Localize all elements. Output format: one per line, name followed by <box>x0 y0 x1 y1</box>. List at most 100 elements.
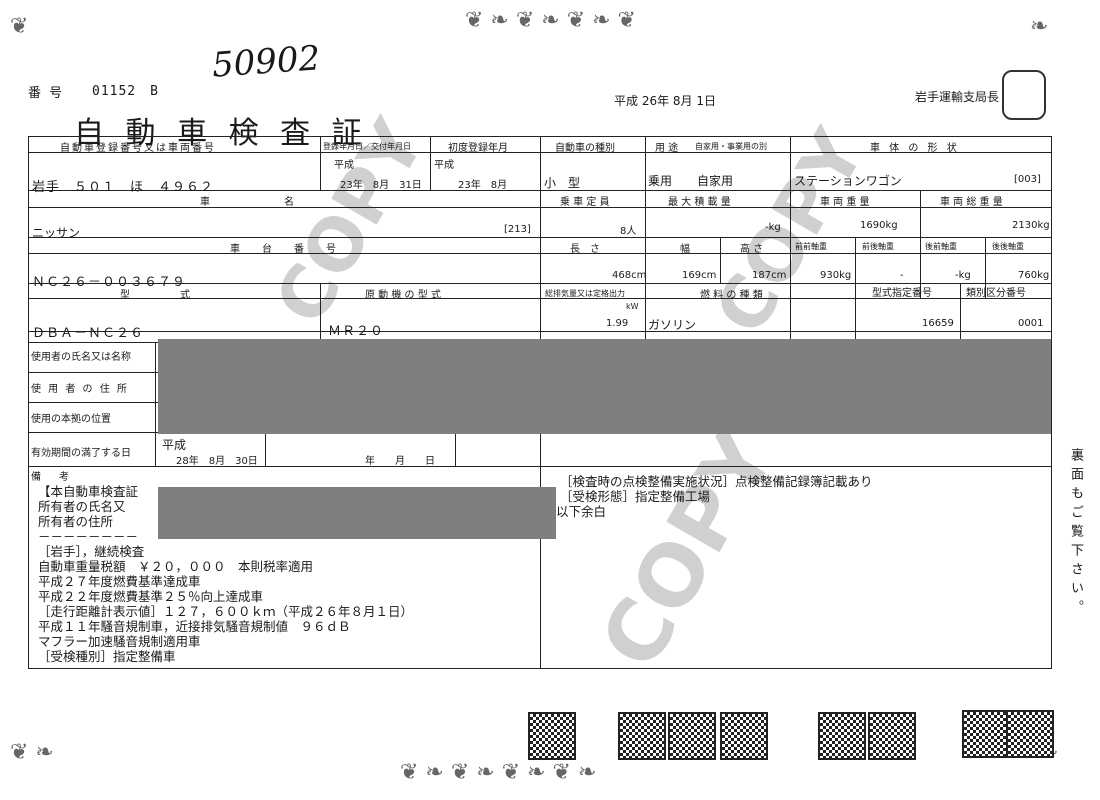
category-number-value: 0001 <box>1018 318 1044 329</box>
label-gross-weight: 車 両 総 重 量 <box>940 197 1003 208</box>
remark-line: 平成２２年度燃費基準２５％向上達成車 <box>38 589 264 604</box>
label-rear-front-axle: 後前軸重 <box>925 242 957 251</box>
ornament-corner-right: ❧ <box>1030 14 1049 39</box>
label-displacement: 総排気量又は定格出力 <box>545 289 625 298</box>
label-maker: 車 名 <box>200 197 298 208</box>
handwritten-number: 50902 <box>210 38 322 86</box>
label-user-address: 使 用 者 の 住 所 <box>31 384 129 395</box>
document-title: 自 動 車 検 査 証 <box>74 116 368 151</box>
side-note: 裏面もご覧下さい。 <box>1068 448 1083 619</box>
label-registration-date: 登録年月日／交付年月日 <box>323 142 411 151</box>
remark-line: 所有者の氏名又 <box>38 499 126 514</box>
issue-date: 平成 26年 8月 1日 <box>614 94 716 108</box>
number-value: 01152 B <box>92 84 159 99</box>
remark-line: ［走行距離計表示値］１２７，６００ｋｍ（平成２６年８月１日） <box>38 604 414 619</box>
usage-value: 乗用 <box>648 174 673 188</box>
max-load-value: -kg <box>765 222 781 233</box>
label-capacity: 乗 車 定 員 <box>560 197 610 208</box>
label-length: 長 さ <box>570 244 600 255</box>
issuer-name: 岩手運輸支局長 <box>915 90 1000 104</box>
qr-code-8 <box>1006 710 1054 758</box>
number-label: 番 号 <box>28 86 65 101</box>
private-business-value: 自家用 <box>697 174 734 188</box>
body-shape-value: ステーションワゴン <box>794 174 902 188</box>
table-border-left <box>28 136 29 668</box>
copy-watermark: COPY <box>581 413 795 685</box>
registration-era: 平成 <box>334 160 354 171</box>
body-code-value: [003] <box>1014 174 1041 185</box>
label-front-rear-axle: 前後軸重 <box>862 242 894 251</box>
label-height: 高 さ <box>740 244 764 255</box>
registration-number-value: 岩手 ５０１ ほ ４９６２ <box>32 180 215 195</box>
remark-line: ［岩手］，継続検査 <box>38 544 145 559</box>
label-chassis-number: 車 台 番 号 <box>230 244 342 255</box>
fuel-value: ガソリン <box>648 318 697 332</box>
maker-value: ニッサン <box>32 226 81 240</box>
qr-code-2 <box>618 712 666 760</box>
displacement-unit: kW <box>626 302 639 311</box>
label-engine-model: 原 動 機 の 型 式 <box>365 290 441 301</box>
remark-line: ［受検形態］指定整備工場 <box>560 489 711 504</box>
qr-code-1 <box>528 712 576 760</box>
label-base-location: 使用の本拠の位置 <box>31 414 111 425</box>
displacement-value: 1.99 <box>606 318 629 329</box>
label-registration-number: 自動車登録番号又は車両番号 <box>60 143 216 154</box>
expiry-blank: 年 月 日 <box>365 456 435 467</box>
first-registration-era: 平成 <box>434 160 454 171</box>
remark-line: －－－－－－－－ <box>38 529 139 544</box>
label-type-designation: 型式指定番号 <box>872 288 932 299</box>
remark-line: 自動車重量税額 ￥２０，０００ 本則税率適用 <box>38 559 314 574</box>
label-front-front-axle: 前前軸重 <box>795 242 827 251</box>
remarks-right: ［検査時の点検整備実施状況］点検整備記録簿記載あり ［受検形態］指定整備工場 以… <box>556 474 1040 519</box>
length-value: 468cm <box>612 270 647 281</box>
rear-rear-axle-value: 760kg <box>1018 270 1050 281</box>
label-vehicle-weight: 車 両 重 量 <box>820 197 870 208</box>
label-remarks: 備 考 <box>31 472 73 483</box>
label-category-number: 類別区分番号 <box>966 288 1026 299</box>
qr-code-7 <box>962 710 1010 758</box>
remark-line: ［検査時の点検整備実施状況］点検整備記録簿記載あり <box>560 474 873 489</box>
remark-line: 平成１１年騒音規制車，近接排気騒音規制値 ９６ｄＢ <box>38 619 351 634</box>
capacity-value: 8人 <box>620 226 637 237</box>
height-value: 187cm <box>752 270 787 281</box>
type-designation-value: 16659 <box>922 318 954 329</box>
registration-date-value: 23年 8月 31日 <box>340 180 422 191</box>
remarks-left: 【本自動車検査証 所有者の氏名又 所有者の住所 －－－－－－－－ ［岩手］，継続… <box>38 484 538 664</box>
label-user-name: 使用者の氏名又は名称 <box>31 352 131 363</box>
front-front-axle-value: 930kg <box>820 270 852 281</box>
expiry-era: 平成 <box>162 438 187 452</box>
label-max-load: 最 大 積 載 量 <box>668 197 731 208</box>
remark-line: 所有者の住所 <box>38 514 114 529</box>
first-registration-value: 23年 8月 <box>458 180 508 191</box>
remark-line: 以下余白 <box>556 504 607 519</box>
ornament-top: ❦ ❧ ❦ ❧ ❦ ❧ ❦ <box>465 8 636 33</box>
qr-code-4 <box>720 712 768 760</box>
qr-code-6 <box>868 712 916 760</box>
redacted-user-info <box>158 339 1051 434</box>
front-rear-axle-value: - <box>900 270 904 281</box>
engine-model-value: ＭＲ２０ <box>328 324 385 339</box>
remark-line: 平成２７年度燃費基準達成車 <box>38 574 201 589</box>
label-usage: 用 途 <box>655 143 679 154</box>
model-value: ＤＢＡ－ＮＣ２６ <box>32 326 145 341</box>
remark-line: 【本自動車検査証 <box>38 484 139 499</box>
qr-code-5 <box>818 712 866 760</box>
label-expiry: 有効期間の満了する日 <box>31 448 131 459</box>
qr-code-3 <box>668 712 716 760</box>
label-rear-rear-axle: 後後軸重 <box>992 242 1024 251</box>
vehicle-type-value: 小 型 <box>544 176 581 190</box>
remark-line: マフラー加速騒音規制適用車 <box>38 634 201 649</box>
label-fuel: 燃 料 の 種 類 <box>700 290 763 301</box>
label-vehicle-type: 自動車の種別 <box>555 143 615 154</box>
width-value: 169cm <box>682 270 717 281</box>
redacted-owner-info <box>158 487 556 539</box>
label-model: 型 式 <box>120 290 195 301</box>
remark-line: ［受検種別］指定整備車 <box>38 649 176 664</box>
maker-code-value: [213] <box>504 224 531 235</box>
label-width: 幅 <box>680 244 690 255</box>
label-body-shape: 車 体 の 形 状 <box>870 143 960 154</box>
ornament-bottom: ❦ ❧ ❦ ❧ ❦ ❧ ❦ ❧ <box>400 760 597 785</box>
issuer-seal <box>1002 70 1046 120</box>
vehicle-weight-value: 1690kg <box>860 220 898 231</box>
ornament-bottom-left: ❦ ❧ <box>10 740 54 765</box>
